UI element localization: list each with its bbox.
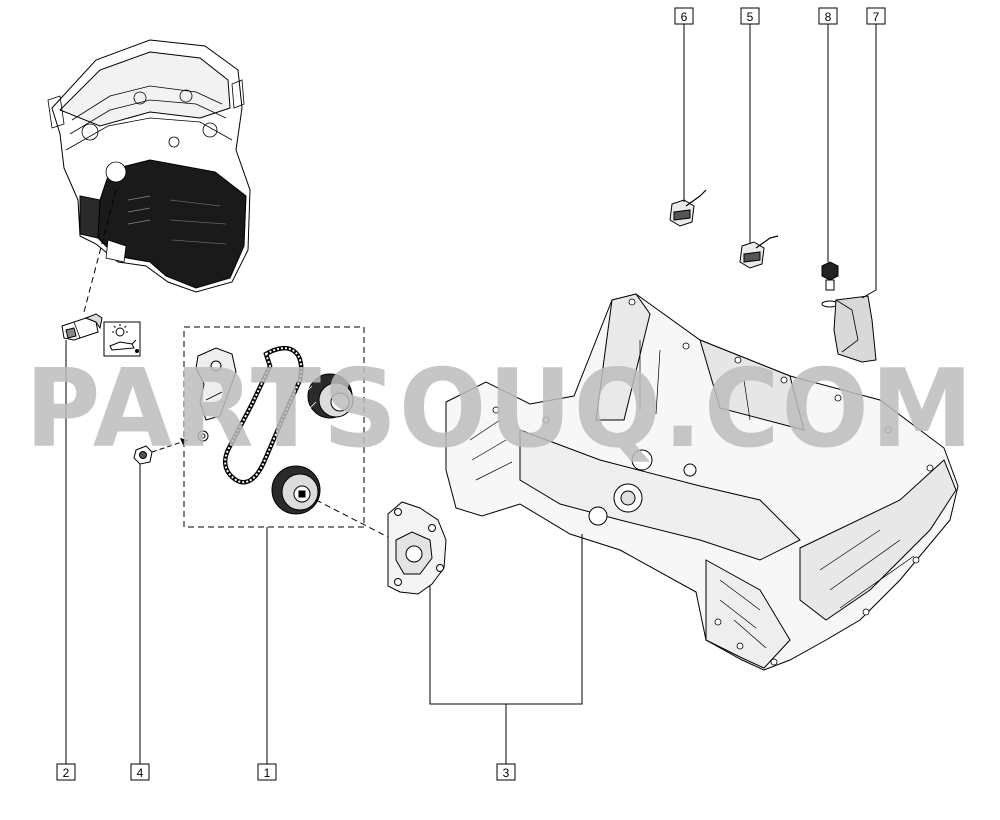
oil-level-sensor xyxy=(669,189,707,227)
oil-temperature-sensor xyxy=(739,235,779,269)
callout-1: 1 xyxy=(257,763,277,781)
svg-text:8: 8 xyxy=(825,10,832,24)
tensioner-nut xyxy=(133,445,153,465)
svg-text:5: 5 xyxy=(747,10,754,24)
callout-2: 2 xyxy=(56,763,76,781)
callout-5: 5 xyxy=(740,7,760,25)
oil-pump-body xyxy=(387,501,447,595)
engine-to-sensor-dashed-leader xyxy=(83,189,117,313)
callout-7: 7 xyxy=(866,7,886,25)
svg-text:1: 1 xyxy=(264,766,271,780)
nut-dashed-leader xyxy=(151,439,189,453)
svg-text:4: 4 xyxy=(137,766,144,780)
svg-text:6: 6 xyxy=(681,10,688,24)
bracket xyxy=(833,295,877,363)
callout-3: 3 xyxy=(496,763,516,781)
oil-pressure-warning-icon xyxy=(103,321,141,357)
bolt xyxy=(821,261,839,308)
oil-pressure-sensor xyxy=(61,313,103,341)
svg-text:3: 3 xyxy=(503,766,510,780)
callout-8: 8 xyxy=(818,7,838,25)
drive-kit-dashed-box xyxy=(183,326,365,528)
watermark-text: PARTSOUQ.COM xyxy=(25,347,975,472)
sprocket-to-pump-dashed-leader xyxy=(315,499,391,539)
drive-chain xyxy=(222,346,304,485)
chain-tensioner xyxy=(195,347,237,421)
oil-pump-sprocket xyxy=(271,465,321,515)
callout-4: 4 xyxy=(130,763,150,781)
tensioner-washer xyxy=(197,430,209,442)
oil-sump xyxy=(445,293,959,671)
callout-6: 6 xyxy=(674,7,694,25)
svg-text:2: 2 xyxy=(63,766,70,780)
leader-lines xyxy=(65,24,877,764)
crankshaft-sprocket xyxy=(305,371,354,419)
svg-text:7: 7 xyxy=(873,10,880,24)
engine-assembly xyxy=(47,39,251,293)
